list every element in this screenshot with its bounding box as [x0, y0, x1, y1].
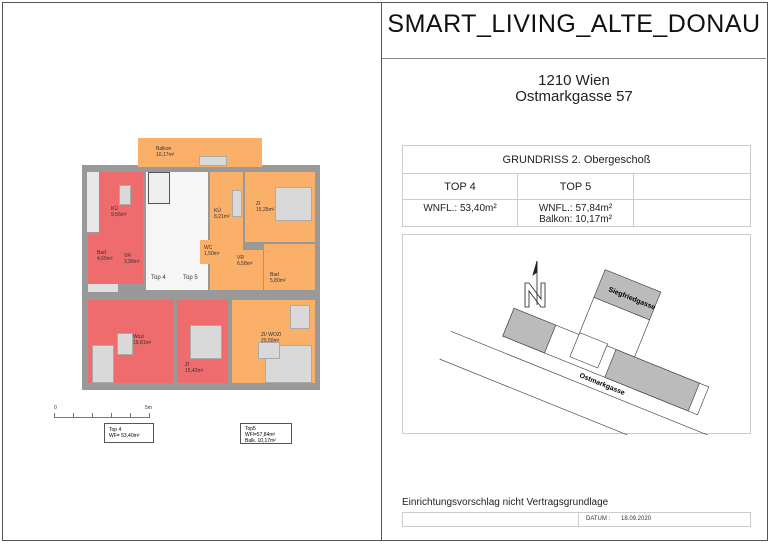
- table-col-empty: [633, 173, 751, 200]
- room-label-balkon: Balkon 10,17m²: [156, 146, 175, 158]
- address: 1210 Wien Ostmarkgasse 57: [382, 73, 766, 105]
- room-label-vr-top5: VR 6,58m²: [237, 255, 253, 267]
- shower: [88, 284, 118, 292]
- room-label-zi-top4: ZI 15,42m²: [185, 362, 204, 374]
- room-label-zi-wozi: ZI/ WOZI 20,50m²: [261, 332, 282, 344]
- date-row: DATUM : 18.09.2020: [402, 512, 751, 527]
- elevator: [148, 172, 170, 204]
- room-label-zi-top5: ZI 15,25m²: [256, 201, 275, 213]
- address-street: Ostmarkgasse 57: [515, 88, 633, 105]
- room-label-kue-top4: KÜ 9,56m²: [111, 206, 127, 218]
- project-title: SMART_LIVING_ALTE_DONAU: [387, 10, 761, 38]
- site-map: Siegfriedgasse Ostmarkgasse: [402, 234, 751, 476]
- table-wnfl-top4: WNFL.: 53,40m²: [402, 199, 518, 227]
- coffee-table: [117, 333, 133, 355]
- stair-label-top4: Top 4: [151, 275, 166, 281]
- table-heading: GRUNDRISS 2. Obergeschoß: [402, 145, 751, 174]
- legend-top4-line: WF= 53,40m²: [109, 433, 140, 439]
- date-value: 18.09.2020: [621, 516, 652, 522]
- double-bed: [190, 325, 222, 359]
- room-label-kue-top5: KÜ 8,21m²: [214, 208, 230, 220]
- sofa: [92, 345, 114, 383]
- room-top4-bad-vr: [88, 234, 143, 284]
- top5-wnfl: WNFL.: 57,84m²: [538, 203, 613, 214]
- room-label-wc: WC 1,50m²: [204, 245, 220, 257]
- table-col-top4: TOP 4: [402, 173, 518, 200]
- parcel: [604, 349, 700, 412]
- room-label-bad-top5: Bad 5,80m²: [270, 272, 286, 284]
- legend-top5-line: Top5: [245, 426, 256, 432]
- table-wnfl-top5: WNFL.: 57,84m² Balkon: 10,17m²: [517, 199, 634, 227]
- legend-top5-line: WFl=57,84m²: [245, 432, 276, 438]
- address-city: 1210 Wien: [538, 72, 610, 89]
- scale-bar: [54, 413, 150, 418]
- legend-top4-line: Top 4: [109, 427, 122, 433]
- divider: [578, 513, 579, 526]
- footer-note: Einrichtungsvorschlag nicht Vertragsgrun…: [402, 497, 609, 508]
- north-arrow-icon: [524, 260, 546, 308]
- room-label-wozi: Wozi 19,81m²: [133, 334, 152, 346]
- dining-table: [232, 190, 242, 217]
- site-map-drawing: Siegfriedgasse Ostmarkgasse: [439, 260, 739, 476]
- room-label-bad-top4: Bad 4,65m²: [97, 250, 113, 262]
- parcel: [502, 307, 557, 354]
- top5-balkon: Balkon: 10,17m²: [539, 214, 612, 225]
- legend-top4: Top 4 WF= 53,40m²: [104, 423, 154, 443]
- dining-table: [290, 305, 310, 329]
- double-bed: [275, 187, 312, 221]
- table-col-top5: TOP 5: [517, 173, 634, 200]
- building-outline: [569, 332, 608, 369]
- sheet-divider: [381, 2, 382, 540]
- room-top5-vr: [210, 250, 263, 290]
- scale-end: 5m: [145, 405, 152, 411]
- legend-top5-line: Balk. 10,17m²: [245, 438, 276, 444]
- legend-top5: Top5 WFl=57,84m² Balk. 10,17m²: [240, 423, 292, 444]
- table-empty-cell: [633, 199, 751, 227]
- coffee-table: [258, 342, 280, 359]
- room-top5-bad: [264, 244, 315, 290]
- kitchen-counter: [87, 172, 99, 232]
- balcony-table: [199, 156, 227, 166]
- scale-start: 0: [54, 405, 57, 411]
- stair-label-top5: Top 5: [183, 275, 198, 281]
- divider: [382, 58, 766, 59]
- date-label: DATUM :: [586, 516, 611, 522]
- room-label-vr-top4: VR 3,96m²: [124, 253, 140, 265]
- dining-table: [119, 185, 131, 205]
